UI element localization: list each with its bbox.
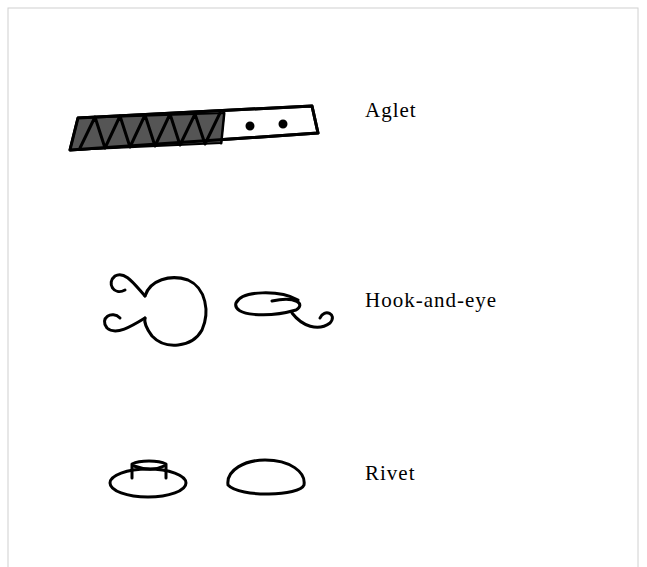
part-label: Hook-and-eye [365,288,497,313]
rivet-drawing [110,460,304,497]
aglet-drawing [70,106,318,150]
part-label: Aglet [365,98,417,123]
eye-drawing [236,293,333,327]
frame [8,8,638,567]
part-label: Rivet [365,461,416,486]
hook-drawing [104,275,205,346]
